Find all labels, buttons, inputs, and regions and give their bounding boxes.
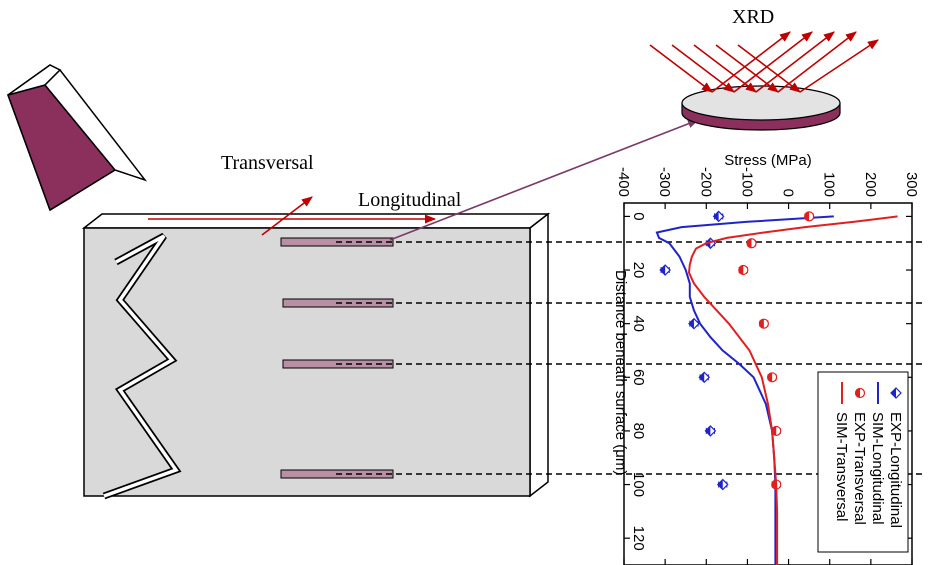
distance-tick-label: 60 bbox=[630, 369, 647, 386]
data-point-exp-longitudinal bbox=[698, 371, 711, 384]
data-point-exp-transversal bbox=[746, 238, 757, 249]
stress-tick-label: 200 bbox=[862, 172, 879, 197]
xrd-incident-ray bbox=[693, 44, 757, 93]
xrd-incident-ray bbox=[671, 44, 735, 93]
data-point-exp-transversal bbox=[804, 211, 815, 222]
break-line bbox=[103, 234, 179, 498]
xrd-disc-top bbox=[681, 85, 841, 121]
xrd-disc bbox=[681, 85, 841, 131]
series-line-sim-transversal bbox=[687, 215, 898, 565]
specimen-top-face bbox=[81, 213, 551, 229]
stress-tick-label: 100 bbox=[821, 172, 838, 197]
legend-label: EXP-Longitudinal bbox=[887, 412, 904, 528]
stress-tick-label: 300 bbox=[903, 172, 920, 197]
stress-tick-label: 0 bbox=[780, 189, 797, 197]
xrd-diffracted-ray bbox=[799, 39, 879, 93]
legend-swatch-marker bbox=[890, 387, 902, 399]
stress-tick-label: -300 bbox=[656, 167, 673, 197]
specimen-right-face bbox=[529, 212, 549, 498]
legend-items: EXP-LongitudinalSIM-LongitudinalEXP-Tran… bbox=[833, 382, 904, 528]
data-point-exp-longitudinal bbox=[659, 264, 671, 276]
legend-label: EXP-Transversal bbox=[851, 412, 868, 525]
data-point-exp-transversal bbox=[767, 372, 778, 383]
stress-tick-label: -100 bbox=[738, 167, 755, 197]
xrd-rays bbox=[649, 31, 879, 93]
distance-tick-label: 0 bbox=[630, 212, 647, 220]
xrd-diffracted-ray bbox=[755, 31, 835, 93]
distance-tick-label: 40 bbox=[630, 315, 647, 332]
legend-label: SIM-Longitudinal bbox=[869, 412, 886, 525]
distance-tick-label: 80 bbox=[630, 423, 647, 440]
distance-tick-label: 120 bbox=[630, 526, 647, 551]
transversal-arrow bbox=[261, 196, 313, 236]
xrd-diffracted-ray bbox=[777, 31, 857, 93]
distance-tick-label: 100 bbox=[630, 472, 647, 497]
legend-box bbox=[817, 371, 909, 553]
chart-legend: EXP-LongitudinalSIM-LongitudinalEXP-Tran… bbox=[817, 371, 909, 553]
tool-edge-face bbox=[43, 68, 148, 182]
data-point-exp-longitudinal bbox=[688, 317, 700, 330]
specimen-block bbox=[81, 212, 551, 500]
stress-axis-label: Stress (MPa) bbox=[724, 152, 812, 169]
chart-frame bbox=[623, 202, 913, 565]
xrd-connector-arrow bbox=[389, 119, 700, 241]
legend-swatch-marker bbox=[854, 387, 866, 399]
data-point-exp-longitudinal bbox=[716, 478, 729, 491]
xrd-diffracted-ray bbox=[711, 31, 791, 93]
xrd-label: XRD bbox=[732, 6, 774, 28]
xrd-incident-ray bbox=[737, 44, 801, 93]
data-point-exp-transversal bbox=[771, 425, 782, 437]
data-point-exp-transversal bbox=[738, 264, 749, 276]
xrd-incident-ray bbox=[649, 44, 713, 93]
transversal-label: Transversal bbox=[221, 152, 314, 174]
stress-tick-label: -400 bbox=[615, 167, 632, 197]
cutting-tool bbox=[7, 63, 148, 212]
legend-label: SIM-Transversal bbox=[833, 412, 850, 521]
data-point-exp-transversal bbox=[758, 318, 769, 329]
depth-guide-lines bbox=[336, 241, 922, 475]
stress-tick-label: -200 bbox=[697, 167, 714, 197]
data-point-exp-longitudinal bbox=[704, 425, 717, 437]
chart-series bbox=[655, 210, 898, 565]
chart-ticks: -400 -300 -200 -100 0 100 200 300 0 20 40 60 80 100 12… bbox=[615, 167, 920, 565]
distance-axis-label: Distance beneath surface (μm) bbox=[612, 270, 629, 475]
data-point-exp-longitudinal bbox=[712, 210, 725, 223]
xrd-incident-ray bbox=[715, 44, 779, 93]
stress-depth-chart: -400 -300 -200 -100 0 100 200 300 0 20 40 60 80 100 12… bbox=[612, 152, 920, 565]
distance-tick-label: 20 bbox=[630, 262, 647, 279]
xrd-diffracted-ray bbox=[733, 31, 813, 93]
longitudinal-label: Longitudinal bbox=[358, 189, 462, 211]
